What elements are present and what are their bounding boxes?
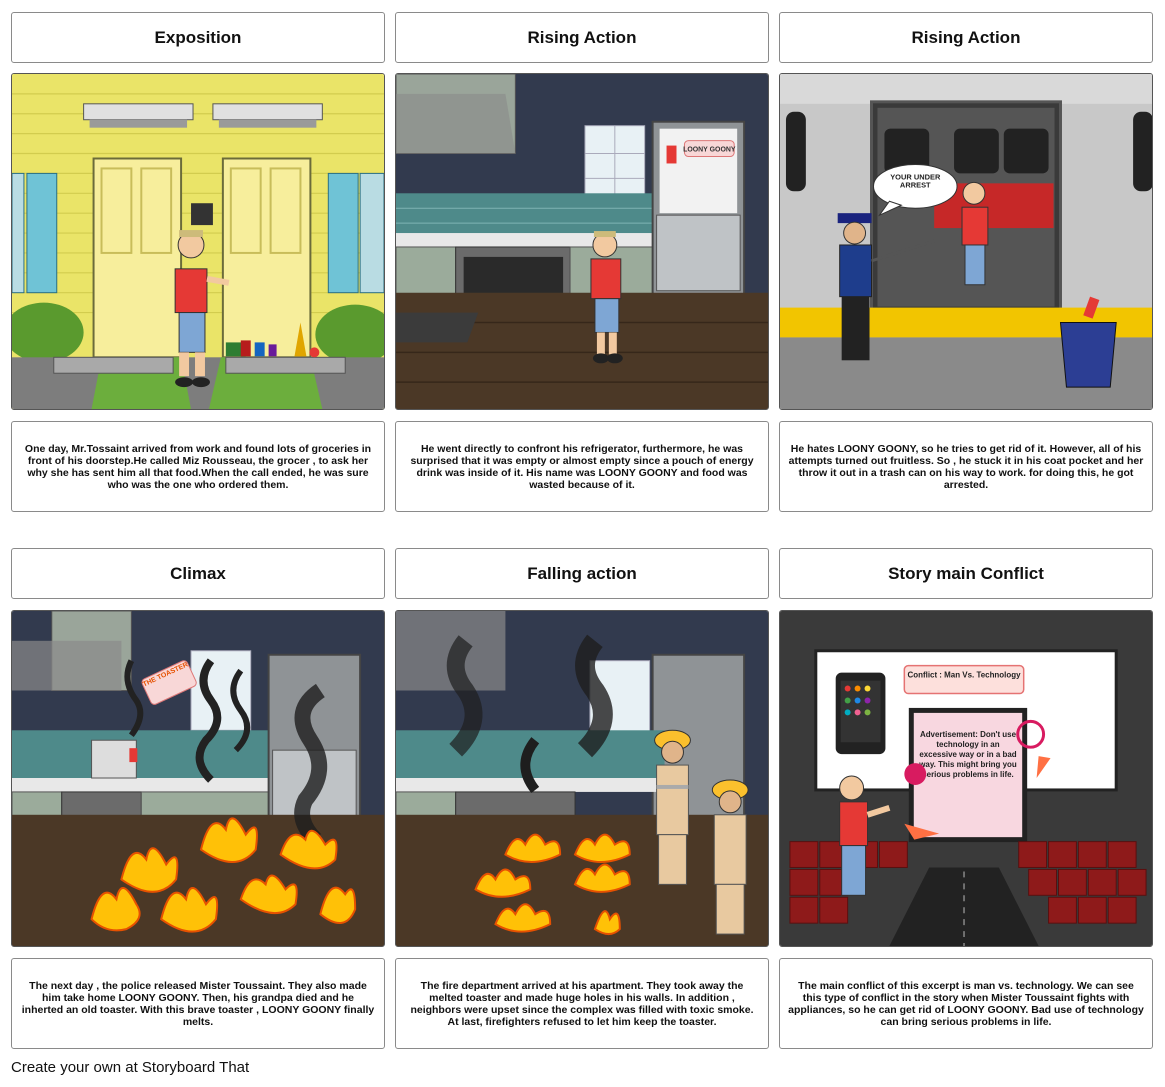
- panel-5-caption: The fire department arrived at his apart…: [410, 979, 754, 1028]
- panel-2-title-text: Rising Action: [527, 27, 637, 47]
- panel-5-title: Falling action: [395, 548, 769, 599]
- ad-board-text: Advertisement: Don't use technology in a…: [919, 730, 1017, 779]
- panel-3-caption: He hates LOONY GOONY, so he tries to get…: [788, 442, 1144, 491]
- panel-5-text: The fire department arrived at his apart…: [395, 958, 769, 1049]
- scene-firefighters: [395, 610, 769, 947]
- panel-6-caption: The main conflict of this excerpt is man…: [788, 979, 1144, 1028]
- panel-4-title-text: Climax: [170, 563, 226, 583]
- panel-2-title: Rising Action: [395, 12, 769, 63]
- panel-1-caption: One day, Mr.Tossaint arrived from work a…: [24, 442, 372, 491]
- panel-1-title: Exposition: [11, 12, 385, 63]
- panel-1-title-text: Exposition: [154, 27, 242, 47]
- scene-kitchen-fire: THE TOASTER: [11, 610, 385, 947]
- panel-5-title-text: Falling action: [527, 563, 637, 583]
- panel-1-text: One day, Mr.Tossaint arrived from work a…: [11, 421, 385, 512]
- panel-6-title-text: Story main Conflict: [888, 563, 1044, 583]
- footer-credit[interactable]: Create your own at Storyboard That: [11, 1059, 250, 1076]
- panel-4-caption: The next day , the police released Miste…: [21, 979, 375, 1028]
- scene-theater-conflict: Conflict : Man Vs. Technology Advertisem…: [779, 610, 1153, 947]
- scene-kitchen-fridge: LOONY GOONY: [395, 73, 769, 410]
- fridge-can-label: LOONY GOONY: [683, 147, 736, 154]
- speech-bubble-text: YOUR UNDER ARREST: [890, 173, 941, 190]
- panel-3-title-text: Rising Action: [911, 27, 1021, 47]
- panel-3-title: Rising Action: [779, 12, 1153, 63]
- scene-subway-arrest: YOUR UNDER ARREST: [779, 73, 1153, 410]
- scene-exposition: [11, 73, 385, 410]
- panel-4-text: The next day , the police released Miste…: [11, 958, 385, 1049]
- conflict-sign-text: Conflict : Man Vs. Technology: [907, 670, 1021, 680]
- panel-2-caption: He went directly to confront his refrige…: [410, 442, 754, 491]
- panel-4-title: Climax: [11, 548, 385, 599]
- panel-2-text: He went directly to confront his refrige…: [395, 421, 769, 512]
- panel-3-text: He hates LOONY GOONY, so he tries to get…: [779, 421, 1153, 512]
- panel-6-text: The main conflict of this excerpt is man…: [779, 958, 1153, 1049]
- panel-6-title: Story main Conflict: [779, 548, 1153, 599]
